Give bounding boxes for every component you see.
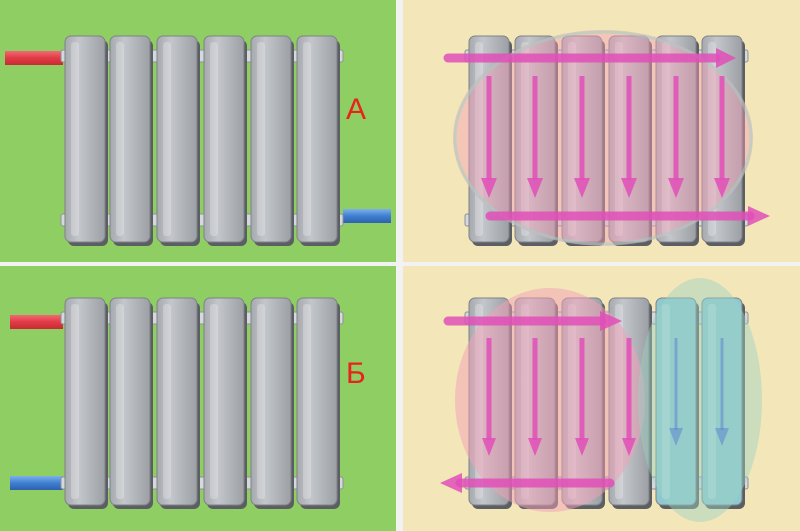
radiator-section-highlight: [475, 42, 483, 236]
radiator-section-highlight: [71, 42, 79, 236]
cool-zone-overlay: [638, 278, 762, 522]
label-A: А: [346, 93, 366, 126]
bottom-flow-arrowhead: [440, 473, 462, 493]
radiator-section-highlight: [257, 42, 265, 236]
flow-panel-B: [403, 266, 800, 531]
panel-B: Б: [0, 266, 396, 531]
radiator-section-highlight: [615, 42, 623, 236]
hot-inlet-pipe: [10, 315, 63, 329]
down-flow-arrowhead: [575, 438, 589, 456]
down-flow-arrowhead: [527, 178, 543, 198]
zone-outline: [453, 30, 753, 246]
bottom-flow-arrowhead: [748, 206, 770, 226]
radiator-section: [64, 35, 106, 243]
radiator-section-highlight: [210, 304, 218, 499]
radiator-section: [203, 35, 245, 243]
radiator-section-highlight: [662, 304, 670, 499]
radiator-section-highlight: [521, 42, 529, 236]
down-flow-arrowhead: [668, 178, 684, 198]
radiator-section: [109, 297, 151, 506]
down-flow-arrowhead: [482, 438, 496, 456]
cold-outlet-pipe: [343, 209, 391, 223]
radiator-section: [64, 297, 106, 506]
radiator-section-highlight: [257, 304, 265, 499]
down-flow-arrowhead: [621, 178, 637, 198]
radiator-section: [250, 35, 292, 243]
down-flow-arrowhead: [669, 428, 683, 446]
panel-A: А: [0, 0, 396, 262]
radiator-section: [109, 35, 151, 243]
radiator-section-highlight: [163, 304, 171, 499]
down-flow-arrowhead: [714, 178, 730, 198]
radiator-section-highlight: [708, 304, 716, 499]
flow-panel-A: [403, 0, 800, 262]
radiator-section-highlight: [708, 42, 716, 236]
radiator-section: [156, 35, 198, 243]
radiator-section: [250, 297, 292, 506]
hot-inlet-pipe: [5, 51, 63, 65]
radiator-section-highlight: [116, 42, 124, 236]
radiator-section-highlight: [662, 42, 670, 236]
cold-outlet-pipe: [10, 476, 63, 490]
down-flow-arrowhead: [715, 428, 729, 446]
radiator-section: [296, 297, 338, 506]
radiator-section: [203, 297, 245, 506]
radiator-section-highlight: [303, 304, 311, 499]
radiator-section: [296, 35, 338, 243]
down-flow-arrowhead: [574, 178, 590, 198]
top-flow-arrowhead: [716, 48, 736, 68]
panel-divider-horizontal: [0, 262, 800, 266]
radiator-section-highlight: [210, 42, 218, 236]
radiator-section-highlight: [116, 304, 124, 499]
down-flow-arrowhead: [528, 438, 542, 456]
radiator-section: [156, 297, 198, 506]
down-flow-arrowhead: [622, 438, 636, 456]
radiator-section-highlight: [303, 42, 311, 236]
down-flow-arrowhead: [481, 178, 497, 198]
radiator-section-highlight: [568, 42, 576, 236]
top-flow-arrowhead: [600, 311, 622, 331]
warm-zone-overlay: [455, 288, 645, 512]
radiator-section-highlight: [71, 304, 79, 499]
radiator-section-highlight: [163, 42, 171, 236]
label-B: Б: [346, 357, 366, 390]
